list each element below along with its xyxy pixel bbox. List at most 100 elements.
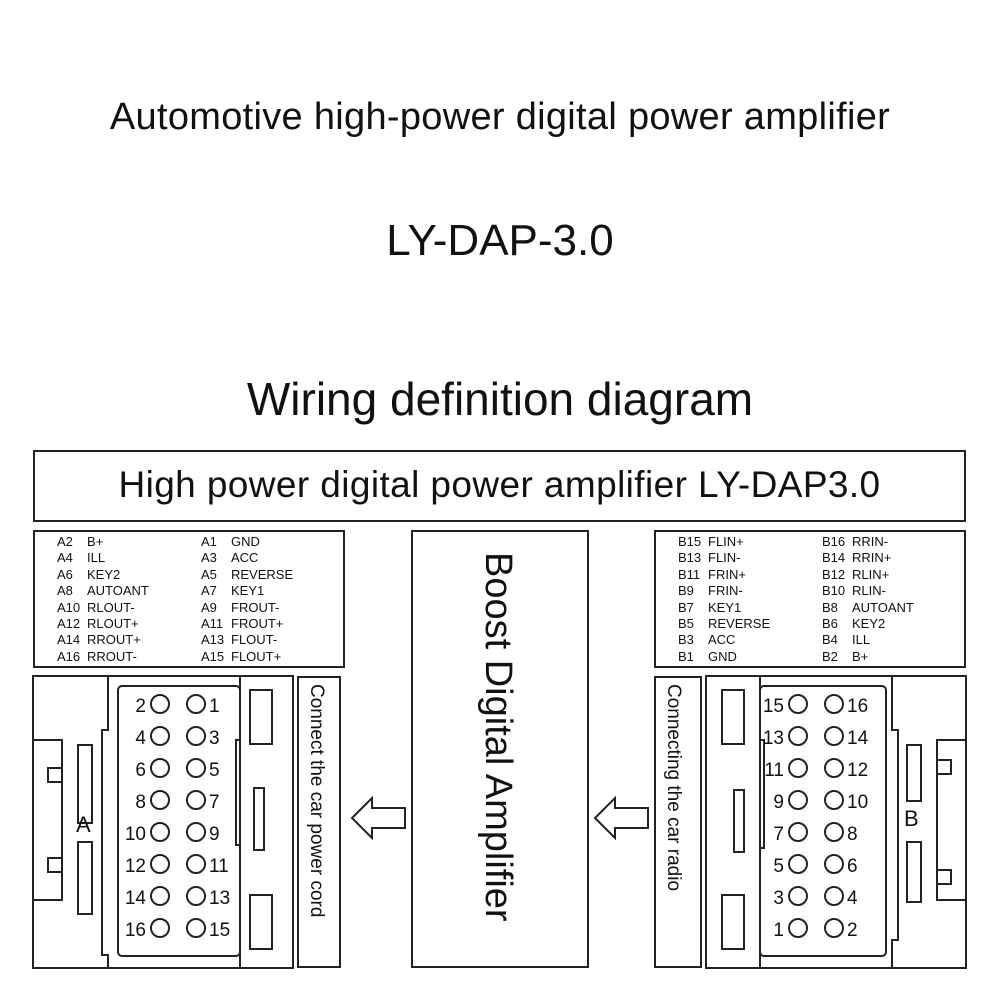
amplifier-label: Boost Digital Amplifier (477, 552, 519, 922)
pin-signal: RLIN+ (852, 566, 890, 582)
pin-signal: ILL (87, 550, 106, 566)
pin-signal: KEY2 (87, 566, 121, 582)
pin-hole (186, 822, 206, 842)
connector-a-notch-bottom (47, 857, 63, 873)
pin-hole (788, 918, 808, 938)
pin-signal: KEY2 (852, 616, 886, 632)
side-label-power: Connect the car power cord (297, 676, 341, 968)
pin-hole (186, 726, 206, 746)
pin-number: 3 (773, 888, 784, 909)
model-title: LY-DAP-3.0 (386, 216, 614, 265)
pin-signal: RLOUT- (87, 599, 135, 615)
pin-hole (788, 694, 808, 714)
pin-number: 5 (209, 760, 220, 781)
pin-signal: B+ (87, 534, 104, 549)
connector-b-clip (936, 739, 966, 901)
pin-id: A14 (57, 632, 81, 648)
pin-hole (824, 726, 844, 746)
pin-hole (150, 726, 170, 746)
pin-id: B15 (678, 534, 702, 549)
connector-b-latch-top (906, 744, 922, 802)
pin-id: B11 (678, 566, 701, 582)
pin-hole (150, 886, 170, 906)
pin-number: 6 (135, 760, 146, 781)
pin-number: 10 (847, 792, 869, 813)
pin-id: B3 (678, 632, 694, 648)
diagram-header: High power digital power amplifier LY-DA… (33, 450, 966, 522)
pin-hole (824, 886, 844, 906)
connector-b-notch-top (936, 759, 952, 775)
pin-number: 12 (124, 856, 146, 877)
pin-number: 14 (847, 728, 869, 749)
pin-signal: FLOUT- (231, 632, 278, 648)
pin-signal: FROUT- (231, 599, 280, 615)
pin-hole (150, 918, 170, 938)
pin-id: A6 (57, 566, 73, 582)
pin-signal: RROUT- (87, 648, 137, 664)
pin-signal: RLOUT+ (87, 616, 139, 632)
connector-b-pin-frame (759, 685, 887, 957)
pin-hole (150, 758, 170, 778)
connector-a-key-mid (253, 787, 265, 851)
pin-number: 15 (209, 920, 231, 941)
pin-signal: ILL (852, 632, 871, 648)
pin-hole (824, 822, 844, 842)
connector-b-key-mid (733, 789, 745, 853)
pin-signal: GND (231, 534, 260, 549)
pin-number: 9 (773, 792, 784, 813)
pin-hole (186, 694, 206, 714)
pin-signal: AUTOANT (87, 583, 149, 599)
connector-a-notch-top (47, 767, 63, 783)
pin-number: 2 (135, 696, 146, 717)
side-label-power-text: Connect the car power cord (306, 684, 327, 918)
pin-number: 7 (209, 792, 220, 813)
pin-hole (788, 758, 808, 778)
pin-id: A10 (57, 599, 81, 615)
main-title: Automotive high-power digital power ampl… (109, 96, 891, 138)
amplifier-box: Boost Digital Amplifier (411, 530, 589, 968)
connector-a-latch-bottom (77, 841, 93, 915)
pin-id: A7 (201, 583, 217, 599)
connector-b-letter: B (904, 806, 919, 831)
pin-signal: RRIN+ (852, 550, 892, 566)
connector-b-notch-bottom (936, 869, 952, 885)
pin-number: 11 (764, 760, 784, 781)
connector-b-frame (705, 675, 967, 969)
side-label-radio-text: Connecting the car radio (663, 684, 684, 892)
pin-hole (186, 918, 206, 938)
pin-number: 4 (847, 888, 858, 909)
connector-b-latch-bottom (906, 841, 922, 903)
pin-id: B10 (822, 583, 846, 599)
pin-number: 13 (762, 728, 784, 749)
connector-b-key-top (721, 689, 745, 745)
pin-signal: ACC (708, 632, 736, 648)
connector-pin-row: 13 14 (758, 726, 868, 750)
pin-hole (150, 694, 170, 714)
pin-signal: FLIN+ (708, 534, 744, 549)
pin-signal: KEY1 (231, 583, 265, 599)
pin-number: 6 (847, 856, 858, 877)
pin-number: 16 (847, 696, 869, 717)
pin-hole (824, 694, 844, 714)
pin-signal: KEY1 (708, 599, 742, 615)
pin-hole (788, 790, 808, 810)
pin-number: 15 (762, 696, 784, 717)
pin-signal: FLOUT+ (231, 648, 282, 664)
